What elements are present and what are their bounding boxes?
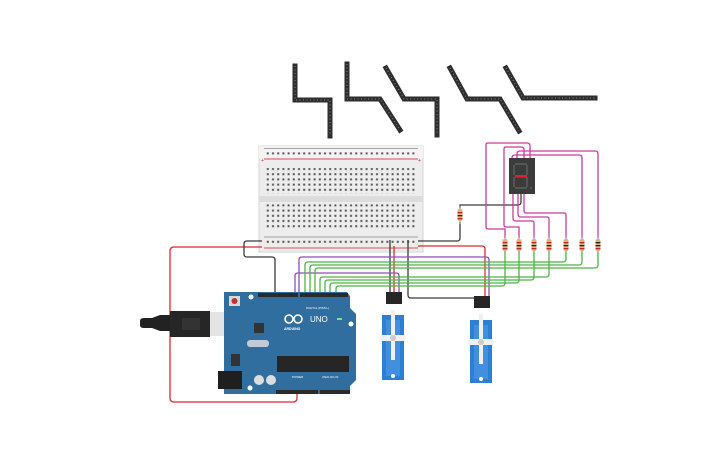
wire-green-5[interactable] [324,250,535,293]
resistor[interactable] [563,236,569,254]
analog-label: ANALOG IN [322,375,338,379]
wire-magenta-6[interactable] [511,154,583,238]
wire-purple-servo1-signal[interactable] [294,272,400,293]
wire-red-servo2-vcc[interactable] [418,245,486,296]
wire-green-4[interactable] [319,250,550,293]
wire-purple-servo2-signal[interactable] [298,256,490,296]
wire-magenta-2[interactable] [503,146,525,238]
resistor[interactable] [516,236,522,254]
wire-red-power[interactable] [169,246,298,403]
resistor[interactable] [546,236,552,254]
wire-green-6[interactable] [329,250,520,293]
breadboard[interactable]: + + [258,145,424,253]
seven-segment-display[interactable] [509,158,535,194]
rail-plus-label: + [261,158,264,164]
wire-magenta-7[interactable] [516,150,599,238]
wire-black-gnd[interactable] [243,240,276,293]
wire-black-breadboard-resistor[interactable] [418,222,461,242]
usb-cable[interactable] [140,311,236,337]
resistor[interactable] [457,206,463,224]
arduino-logo [284,314,303,324]
wire-magenta-5[interactable] [523,194,567,238]
wire-green-7[interactable] [335,250,506,293]
wire-green-3[interactable] [314,250,599,293]
lit-segment-g [515,175,527,178]
unlit-segments [513,163,533,190]
led-strip-1[interactable] [292,63,333,139]
uno-label: UNO [310,315,328,324]
rail-plus-label-right: + [418,158,421,164]
wire-green-1[interactable] [304,250,567,293]
wire-magenta-1[interactable] [485,142,531,238]
on-led [337,318,342,320]
wire-black-servo2-gnd[interactable] [407,240,476,299]
resistor[interactable] [502,236,508,254]
power-label: POWER [292,375,304,379]
wire-magenta-3[interactable] [512,194,535,238]
resistor[interactable] [531,236,537,254]
reset-button[interactable] [231,298,238,304]
wire-green-2[interactable] [309,250,583,293]
servo-1[interactable] [380,292,406,380]
led-strip-5[interactable] [502,64,598,101]
digital-label: DIGITAL (PWM~) [306,306,329,310]
arduino-uno[interactable]: UNO ARDUINO DIGITAL (PWM~) POWER ANALOG … [218,292,356,394]
resistors [457,206,601,254]
resistor[interactable] [579,236,585,254]
led-strip-group [292,61,598,139]
arduino-brand-label: ARDUINO [284,327,301,331]
wires [169,142,599,403]
wire-black-resistor-display[interactable] [459,193,522,208]
led-strip-3[interactable] [382,64,440,138]
servo-2[interactable] [468,296,494,383]
resistor[interactable] [595,236,601,254]
wire-magenta-4[interactable] [517,194,550,238]
